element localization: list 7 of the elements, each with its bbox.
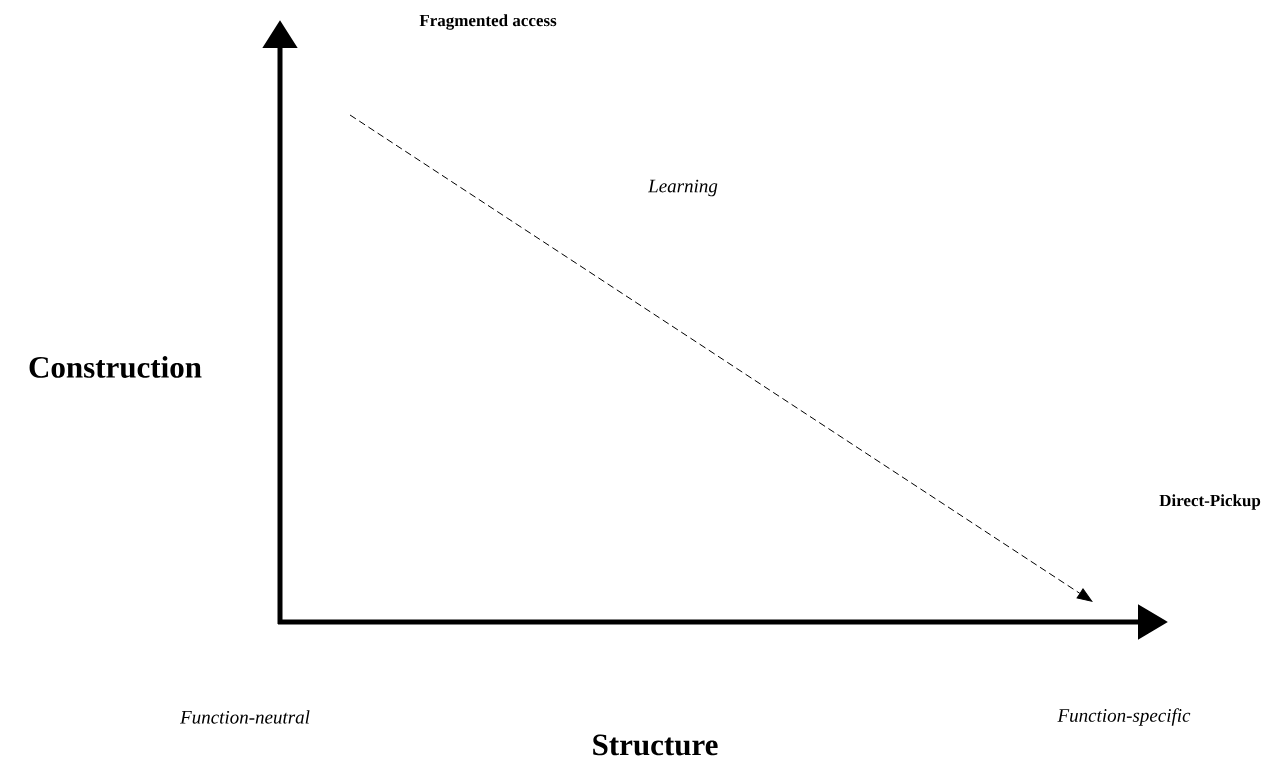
axis-end-label: Fragmented access xyxy=(419,14,557,30)
axis-end-label: Direct-Pickup xyxy=(1159,494,1261,510)
axis-end-label: Function-specific xyxy=(1057,708,1191,726)
axis-end-label: Function-neutral xyxy=(180,710,310,724)
axis-title: Construction xyxy=(29,356,202,378)
axis-title: Structure xyxy=(593,734,718,756)
arrow-label: Learning xyxy=(647,179,718,197)
